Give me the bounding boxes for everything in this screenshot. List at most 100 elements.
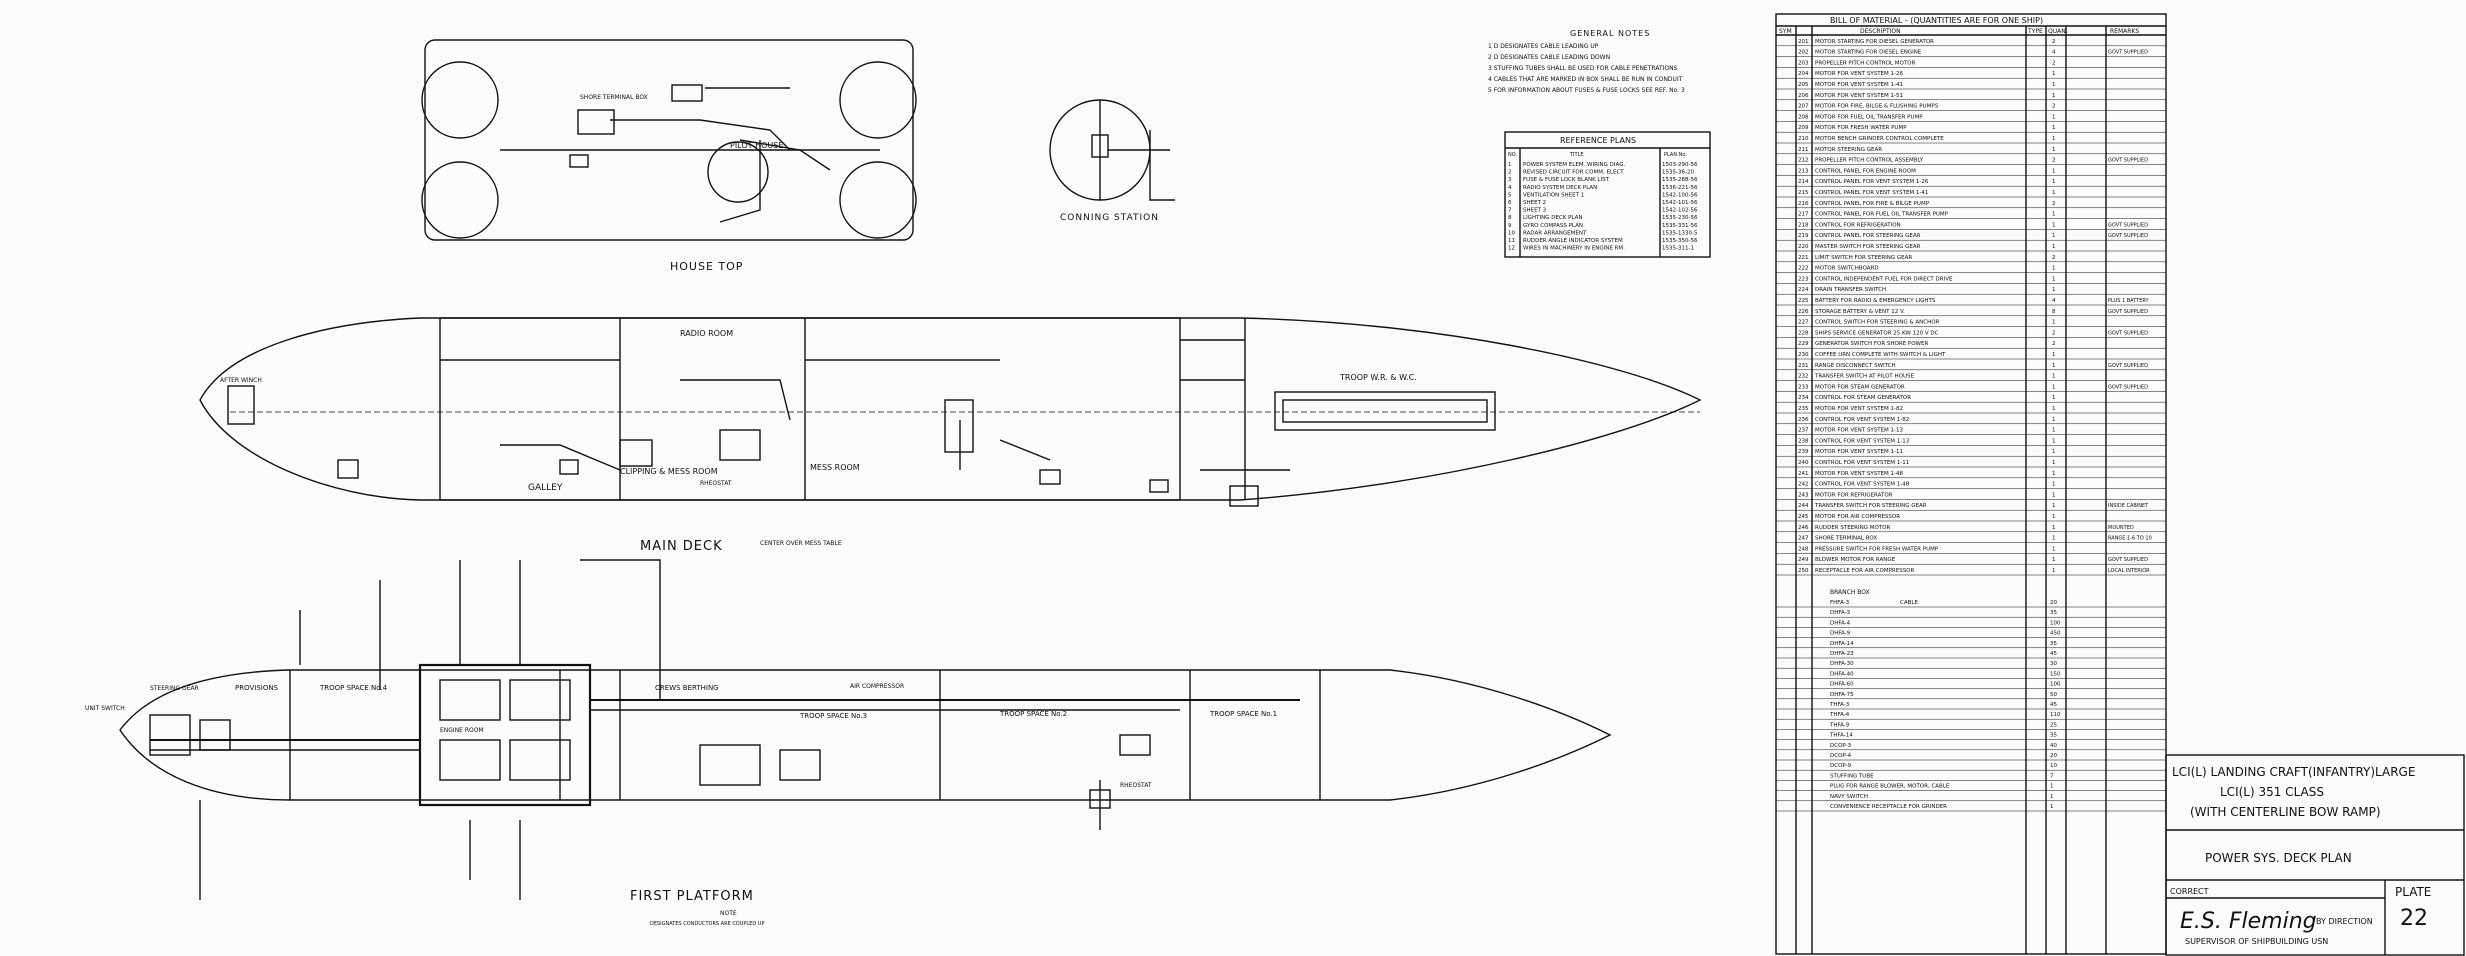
cable-type: DHFA-3 (1830, 610, 1851, 616)
rheostat-platform-label: RHEOSTAT (1120, 782, 1152, 789)
bom-item-remarks: GOVT SUPPLIED (2108, 309, 2148, 315)
bom-item-description: PRESSURE SWITCH FOR FRESH WATER PUMP (1815, 546, 1939, 552)
cable-note: CABLE (1900, 600, 1918, 606)
supervisor-label: SUPERVISOR OF SHIPBUILDING USN (2185, 937, 2328, 946)
bom-item-description: CONTROL PANEL FOR VENT SYSTEM 1-26 (1815, 179, 1929, 185)
steering-gear-label: STEERING GEAR (150, 685, 199, 692)
cable-quantity: 35 (2050, 733, 2057, 739)
cable-quantity: 100 (2050, 682, 2061, 688)
bom-item-description: BLOWER MOTOR FOR RANGE (1815, 557, 1896, 563)
bom-item-description: SHORE TERMINAL BOX (1815, 536, 1877, 542)
ref-plan-title: WIRES IN MACHINERY IN ENGINE RM. (1523, 246, 1625, 252)
ref-plan-number: 1542-100-56 (1662, 192, 1698, 198)
cable-type: DHFA-60 (1830, 682, 1854, 688)
bom-item-number: 212 (1798, 158, 1809, 164)
bom-item-quantity: 1 (2052, 384, 2056, 390)
ref-plan-number: 1535-230-56 (1662, 215, 1698, 221)
bom-item-description: CONTROL PANEL FOR FUEL OIL TRANSFER PUMP (1815, 212, 1949, 218)
bom-item-quantity: 1 (2052, 503, 2056, 509)
ref-plan-number: 1542-101-56 (1662, 200, 1698, 206)
cable-quantity: 1 (2050, 784, 2054, 790)
cable-type: NAVY SWITCH (1830, 794, 1868, 800)
bom-item-number: 231 (1798, 363, 1809, 369)
radio-room-label: RADIO ROOM (680, 329, 733, 338)
cable-quantity: 450 (2050, 631, 2061, 637)
bom-item-number: 224 (1798, 287, 1809, 293)
reference-plans-title: REFERENCE PLANS (1560, 136, 1636, 145)
correct-label: CORRECT (2170, 887, 2209, 896)
bom-item-remarks: GOVT SUPPLIED (2108, 557, 2148, 563)
bom-item-description: CONTROL SWITCH FOR STEERING & ANCHOR (1815, 320, 1940, 326)
bom-item-quantity: 1 (2052, 428, 2056, 434)
bom-item-quantity: 8 (2052, 309, 2056, 315)
ref-plan-no: 12 (1508, 246, 1515, 252)
bom-item-description: MOTOR FOR VENT SYSTEM 1-82 (1815, 406, 1903, 412)
cable-type: DHFA-75 (1830, 692, 1854, 698)
bom-item-description: COFFEE URN COMPLETE WITH SWITCH & LIGHT (1815, 352, 1946, 358)
bom-item-description: RANGE DISCONNECT SWITCH (1815, 363, 1896, 369)
ref-plan-number: 1535-1330-5 (1662, 230, 1698, 236)
bom-item-number: 202 (1798, 50, 1809, 56)
bom-item-number: 215 (1798, 190, 1809, 196)
galley-label: GALLEY (528, 483, 563, 493)
bom-item-number: 235 (1798, 406, 1809, 412)
bom-item-description: CONTROL FOR STEAM GENERATOR (1815, 395, 1911, 401)
bom-item-quantity: 1 (2052, 536, 2056, 542)
after-winch-label: AFTER WINCH (220, 377, 262, 384)
bom-item-description: CONTROL INDEPENDENT FUEL FOR DIRECT DRIV… (1815, 276, 1953, 282)
bom-item-quantity: 1 (2052, 266, 2056, 272)
bom-item-number: 223 (1798, 276, 1809, 282)
bom-item-quantity: 1 (2052, 179, 2056, 185)
bom-header: SYM (1779, 28, 1792, 35)
general-note: 3 STUFFING TUBES SHALL BE USED FOR CABLE… (1488, 65, 1678, 72)
bom-item-description: MASTER SWITCH FOR STEERING GEAR (1815, 244, 1921, 250)
bom-item-number: 232 (1798, 374, 1809, 380)
bom-item-quantity: 1 (2052, 82, 2056, 88)
bom-item-remarks: GOVT SUPPLIED (2108, 50, 2148, 56)
ref-plan-number: 1535-331-56 (1662, 223, 1698, 229)
bom-item-description: CONTROL PANEL FOR FIRE & BILGE PUMP (1815, 201, 1930, 207)
bom-item-number: 207 (1798, 104, 1809, 110)
cable-quantity: 7 (2050, 773, 2054, 779)
ship-title-line3: (WITH CENTERLINE BOW RAMP) (2190, 805, 2381, 819)
cable-type: THFA-9 (1829, 722, 1850, 728)
provisions-label: PROVISIONS (235, 684, 279, 692)
bom-item-number: 230 (1798, 352, 1809, 358)
bom-item-description: MOTOR STARTING FOR DIESEL ENGINE (1815, 50, 1922, 56)
bom-item-quantity: 1 (2052, 374, 2056, 380)
bom-item-description: RUDDER STEERING MOTOR (1815, 525, 1890, 531)
cable-quantity: 1 (2050, 804, 2054, 810)
bom-item-number: 250 (1798, 568, 1809, 574)
ref-plan-no: 6 (1508, 200, 1512, 206)
bom-item-description: MOTOR STEERING GEAR (1815, 147, 1882, 153)
cable-quantity: 100 (2050, 620, 2061, 626)
bom-item-number: 201 (1798, 39, 1809, 45)
bom-item-quantity: 1 (2052, 71, 2056, 77)
bom-item-quantity: 1 (2052, 320, 2056, 326)
bom-item-description: PROPELLER PITCH CONTROL ASSEMBLY (1815, 158, 1924, 164)
bom-item-quantity: 1 (2052, 136, 2056, 142)
bom-item-description: CONTROL PANEL FOR ENGINE ROOM (1815, 168, 1916, 174)
signature: E.S. Fleming (2180, 909, 2317, 934)
rheostat-main-label: RHEOSTAT (700, 480, 732, 487)
bom-item-description: MOTOR FOR FIRE, BILGE & FLUSHING PUMPS (1815, 104, 1939, 110)
bom-item-number: 246 (1798, 525, 1809, 531)
bom-item-description: MOTOR STARTING FOR DIESEL GENERATOR (1815, 39, 1934, 45)
bom-item-description: MOTOR FOR FUEL OIL TRANSFER PUMP (1815, 114, 1923, 120)
bom-item-description: CONTROL FOR VENT SYSTEM 1-11 (1815, 460, 1909, 466)
cable-quantity: 20 (2050, 753, 2057, 759)
cable-quantity: 35 (2050, 610, 2057, 616)
house-top-label: HOUSE TOP (670, 260, 743, 273)
bom-item-description: TRANSFER SWITCH AT PILOT HOUSE (1814, 374, 1915, 380)
cable-type: PLUG FOR RANGE BLOWER, MOTOR, CABLE (1830, 784, 1950, 790)
bom-item-quantity: 1 (2052, 93, 2056, 99)
bom-item-quantity: 1 (2052, 352, 2056, 358)
bom-item-remarks: INSIDE CABINET (2108, 503, 2149, 509)
bom-item-number: 247 (1798, 536, 1809, 542)
ref-plan-title: REVISED CIRCUIT FOR COMM. ELECT. (1523, 170, 1625, 176)
bom-item-quantity: 1 (2052, 168, 2056, 174)
cable-type: DHFA-40 (1830, 671, 1854, 677)
conning-station-view (1049, 99, 1175, 201)
ref-plan-no: 7 (1508, 208, 1512, 214)
general-note: 2 D DESIGNATES CABLE LEADING DOWN (1488, 54, 1610, 61)
